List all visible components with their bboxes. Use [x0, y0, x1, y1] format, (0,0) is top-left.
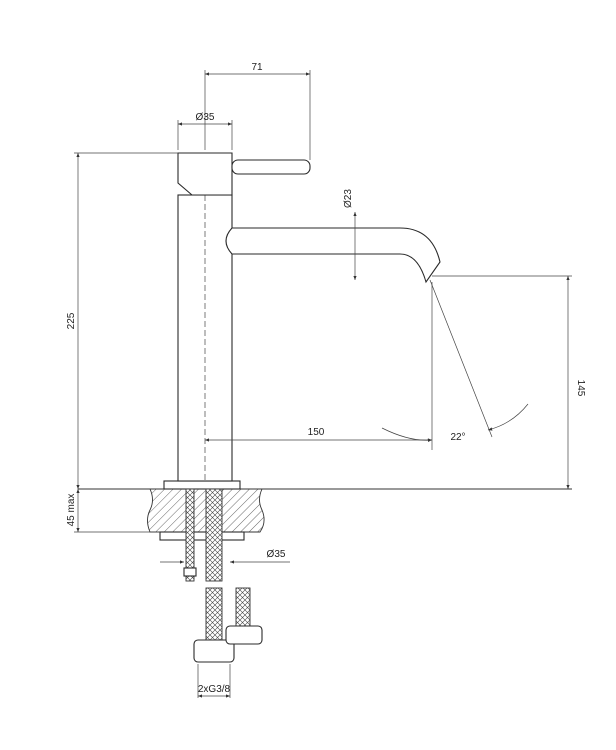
dim-spout-diameter: Ø23 — [343, 189, 354, 208]
handle-lever — [231, 159, 311, 175]
dim-body-diameter: Ø35 — [196, 112, 215, 123]
dim-spout-reach: 150 — [308, 427, 325, 438]
supply-hose-left — [205, 488, 223, 582]
supply-hose-right — [235, 587, 251, 627]
base-flange — [163, 480, 241, 490]
threaded-rod — [185, 488, 195, 582]
dim-total-height: 225 — [66, 312, 77, 329]
hose-connector-right — [225, 625, 263, 645]
cartridge-head — [177, 152, 233, 196]
mounting-washer — [159, 531, 245, 541]
supply-hose-left-lower — [205, 587, 223, 641]
hose-connector-left — [193, 639, 235, 663]
spout — [225, 227, 441, 284]
dim-connection: 2xG3/8 — [198, 684, 231, 695]
dim-handle-reach: 71 — [251, 62, 263, 73]
dim-max-thickness: 45 max — [66, 494, 77, 527]
dim-base-diameter: Ø35 — [267, 549, 286, 560]
rod-nut — [183, 567, 197, 577]
dim-spout-angle: 22° — [450, 432, 465, 443]
dim-spout-height: 145 — [575, 380, 586, 397]
